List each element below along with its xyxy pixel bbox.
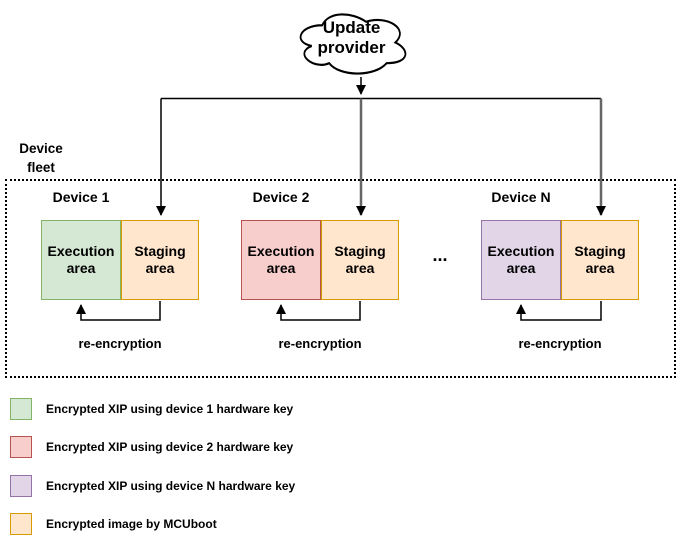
device-fleet-boundary [5,179,676,378]
more-devices-ellipsis: ... [432,245,448,265]
cloud-icon [299,13,407,75]
device-n-group: Device N Execution area Staging area re-… [481,190,639,360]
legend-label: Encrypted image by MCUboot [46,517,217,531]
device-fleet-label: Device fleet [19,141,63,175]
device-n-title: Device N [491,189,551,205]
device-1-staging-label: Staging area [134,243,186,276]
update-provider-node: Update provider [293,8,410,77]
legend-item-device1-key: Encrypted XIP using device 1 hardware ke… [10,398,293,420]
device-1-staging-area: Staging area [121,220,199,300]
legend-swatch-purple [10,475,32,497]
legend-label: Encrypted XIP using device 1 hardware ke… [46,402,294,416]
legend-swatch-orange [10,513,32,535]
device-2-staging-label: Staging area [334,243,386,276]
device-1-execution-label: Execution area [47,243,115,276]
device-2-staging-area: Staging area [321,220,399,300]
device-2-execution-area: Execution area [241,220,321,300]
device-2-execution-label: Execution area [247,243,315,276]
device-2-title: Device 2 [252,189,310,205]
device-1-re-encryption-label: re-encryption [78,336,162,351]
device-1-title: Device 1 [52,189,110,205]
device-1-execution-area: Execution area [41,220,121,300]
device-n-execution-area: Execution area [481,220,561,300]
legend-swatch-green [10,398,32,420]
legend-swatch-red [10,436,32,458]
device-1-group: Device 1 Execution area Staging area re-… [41,190,199,360]
legend-item-device2-key: Encrypted XIP using device 2 hardware ke… [10,436,293,458]
legend-label: Encrypted XIP using device N hardware ke… [46,479,296,493]
device-2-group: Device 2 Execution area Staging area re-… [241,190,399,360]
device-n-re-encryption-label: re-encryption [518,336,602,351]
legend-item-mcuboot: Encrypted image by MCUboot [10,513,217,535]
device-n-staging-area: Staging area [561,220,639,300]
update-provider-label: Update provider [317,18,386,57]
device-n-execution-label: Execution area [487,243,555,276]
device-2-re-encryption-label: re-encryption [278,336,362,351]
device-n-staging-label: Staging area [574,243,626,276]
legend-item-deviceN-key: Encrypted XIP using device N hardware ke… [10,475,295,497]
legend-label: Encrypted XIP using device 2 hardware ke… [46,440,294,454]
